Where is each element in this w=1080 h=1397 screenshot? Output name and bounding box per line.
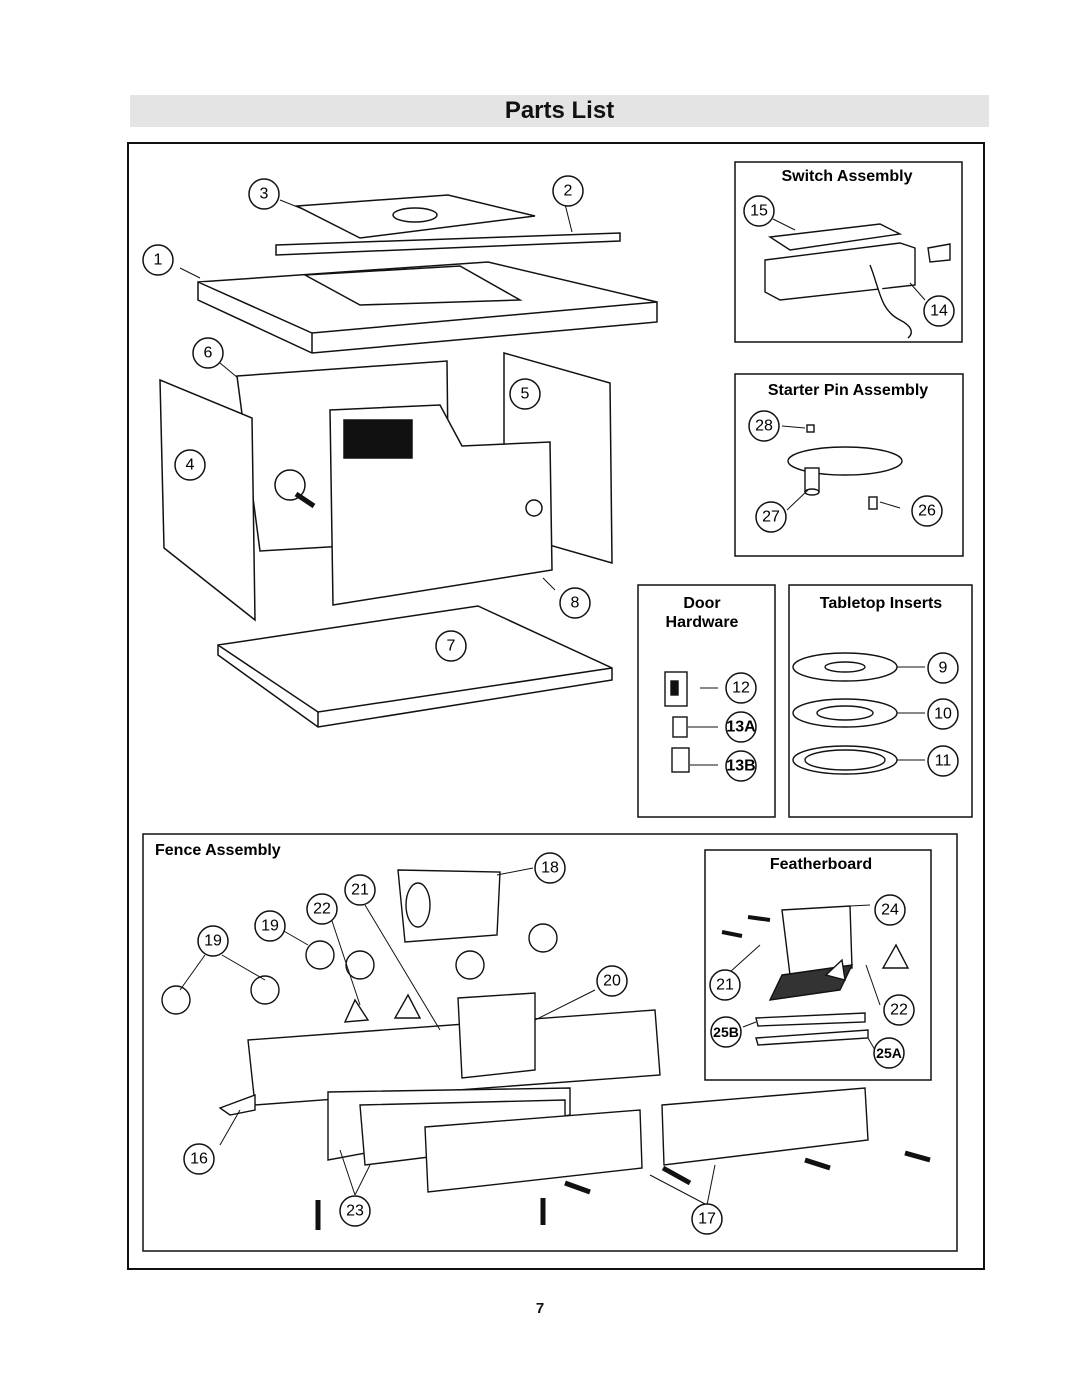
fence-bracket	[457, 992, 536, 1079]
knob	[250, 975, 280, 1005]
knob	[161, 985, 191, 1015]
callout-28: 28	[755, 418, 773, 435]
cabinet-drawing	[159, 194, 658, 728]
clamp	[393, 993, 422, 1019]
callout-16: 16	[190, 1151, 208, 1168]
featherboard-box	[704, 849, 932, 1081]
fence-drawing	[161, 869, 931, 1230]
facing-board-2	[424, 1109, 643, 1193]
switch-assembly-title: Switch Assembly	[781, 168, 912, 185]
callout-24: 24	[881, 902, 899, 919]
callout-27: 27	[762, 509, 780, 526]
callout-25b: 25B	[713, 1024, 739, 1040]
fence-assembly-box	[142, 833, 958, 1252]
callout-25a: 25A	[876, 1045, 902, 1061]
bolt	[564, 1180, 591, 1195]
parts-diagram-frame	[127, 142, 985, 1270]
section-titles: Switch Assembly Starter Pin Assembly Doo…	[155, 168, 942, 873]
callout-22: 22	[313, 901, 331, 918]
callout-10: 10	[934, 706, 952, 723]
starter-pin-drawing	[787, 424, 903, 510]
facing-board-3	[661, 1087, 869, 1166]
switch-assembly-box	[734, 161, 963, 343]
leader-lines	[179, 199, 926, 1206]
callout-6: 6	[204, 345, 213, 362]
starter-pin-assembly-title: Starter Pin Assembly	[768, 382, 928, 399]
latch-13a	[672, 716, 688, 738]
callout-11: 11	[935, 753, 952, 770]
door-label	[343, 419, 413, 459]
callout-13a: 13A	[726, 719, 756, 736]
starter-pin-box	[734, 373, 964, 557]
callout-labels: 3 2 1 6 5 4 8 7 15 14 28 27 26 12 13A 13…	[154, 183, 952, 1228]
callout-14: 14	[930, 303, 948, 320]
callout-9: 9	[939, 660, 948, 677]
callout-19b: 19	[204, 933, 222, 950]
left-side-panel	[159, 378, 256, 622]
door-hardware-title-2: Hardware	[666, 614, 739, 631]
switch-plate	[767, 223, 903, 251]
bolt	[904, 1150, 931, 1163]
bar-25a	[755, 1029, 869, 1046]
callout-13b: 13B	[726, 758, 755, 775]
tabletop-inserts-title: Tabletop Inserts	[820, 595, 942, 612]
inserts-drawing	[792, 652, 898, 775]
callout-26: 26	[918, 503, 936, 520]
callout-circles	[142, 175, 959, 1235]
miter-rail	[275, 232, 621, 256]
callout-22-featherboard: 22	[890, 1002, 908, 1019]
featherboard-knob	[824, 958, 846, 981]
knob	[528, 923, 558, 953]
callout-17: 17	[698, 1211, 716, 1228]
featherboard-body	[781, 905, 853, 976]
door-hardware-box	[637, 584, 776, 818]
callout-21: 21	[351, 882, 369, 899]
switch-key	[927, 243, 951, 263]
knob	[455, 950, 485, 980]
callout-4: 4	[186, 457, 195, 474]
callout-3: 3	[260, 186, 269, 203]
switch-drawing	[764, 223, 951, 339]
door-hardware-drawing	[664, 671, 690, 773]
starter-pin-screw	[806, 424, 815, 433]
callout-2: 2	[564, 183, 573, 200]
clamp	[343, 998, 370, 1023]
callout-18: 18	[541, 860, 559, 877]
tabletop-inserts-box	[788, 584, 973, 818]
knob	[305, 940, 335, 970]
callout-21-featherboard: 21	[716, 977, 734, 994]
callout-1: 1	[154, 252, 163, 269]
featherboard-knob-2	[881, 943, 910, 969]
strike-13b	[671, 747, 690, 773]
callout-20: 20	[603, 973, 621, 990]
bolt	[661, 1165, 692, 1186]
featherboard-title: Featherboard	[770, 856, 872, 873]
callout-5: 5	[521, 386, 530, 403]
fence-assembly-title: Fence Assembly	[155, 842, 281, 859]
bar-25b	[755, 1012, 866, 1027]
page-title: Parts List	[130, 95, 989, 127]
callout-15: 15	[750, 203, 768, 220]
bolt	[804, 1157, 831, 1171]
switch-box	[764, 242, 916, 301]
knob	[345, 950, 375, 980]
callout-19: 19	[261, 918, 279, 935]
starter-pin-nut	[868, 496, 878, 510]
door-hardware-title-1: Door	[683, 595, 720, 612]
callout-7: 7	[447, 638, 456, 655]
callout-23: 23	[346, 1203, 364, 1220]
callout-12: 12	[732, 680, 750, 697]
page-number: 7	[535, 1300, 545, 1317]
callout-8: 8	[571, 595, 580, 612]
